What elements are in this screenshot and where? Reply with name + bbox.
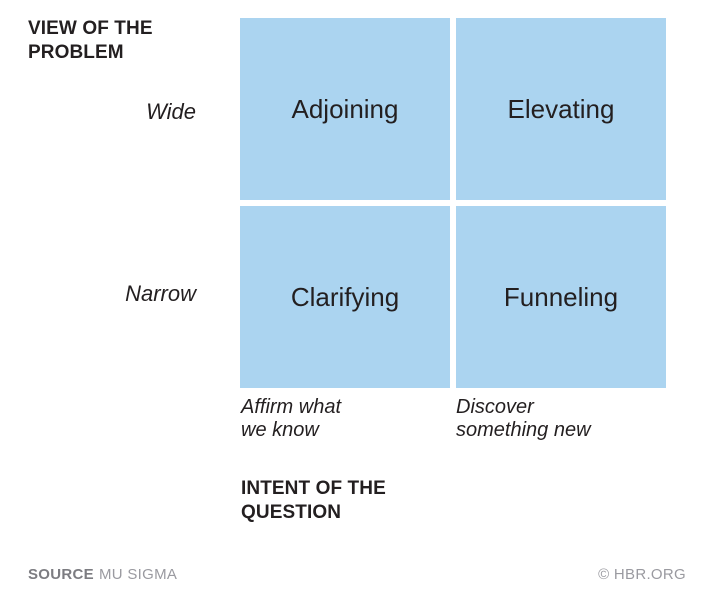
x-axis-title-line-1: INTENT OF THE	[241, 478, 386, 499]
x-axis-tick-1-line-2: something new	[456, 419, 591, 441]
y-axis-title: VIEW OF THE PROBLEM	[28, 17, 228, 65]
quadrant-cell-adjoining[interactable]: Adjoining	[240, 18, 450, 200]
y-axis-title-line-2: PROBLEM	[28, 41, 124, 63]
quadrant-label-funneling: Funneling	[503, 282, 619, 312]
source-value: MU SIGMA	[98, 566, 178, 583]
x-axis-tick-0-line-1: Affirm what	[241, 396, 342, 418]
quadrant-cell-funneling[interactable]: Funneling	[456, 206, 666, 388]
x-axis-tick-0-line-2: we know	[241, 419, 319, 441]
quadrant-cell-elevating[interactable]: Elevating	[456, 18, 666, 200]
quadrant-label-elevating: Elevating	[507, 94, 615, 124]
quadrant-cell-clarifying[interactable]: Clarifying	[240, 206, 450, 388]
quadrant-label-clarifying: Clarifying	[290, 282, 400, 312]
x-axis-tick-discover-something-new: Discover something new	[456, 396, 661, 442]
x-axis-tick-1-line-1: Discover	[456, 396, 534, 418]
y-axis-tick-narrow: Narrow	[125, 281, 196, 306]
x-axis-tick-affirm-what-we-know: Affirm what we know	[241, 396, 446, 442]
x-axis-title-line-2: QUESTION	[241, 501, 342, 523]
quadrant-matrix: Adjoining Elevating Clarifying Funneling	[240, 18, 666, 388]
x-axis-title: INTENT OF THE QUESTION	[241, 477, 501, 525]
y-axis-tick-wide: Wide	[146, 99, 196, 124]
y-axis-title-line-1: VIEW OF THE	[28, 18, 153, 39]
quadrant-label-adjoining: Adjoining	[291, 94, 399, 124]
source-label: SOURCE	[28, 566, 94, 583]
copyright-notice: © HBR.ORG	[598, 566, 686, 583]
